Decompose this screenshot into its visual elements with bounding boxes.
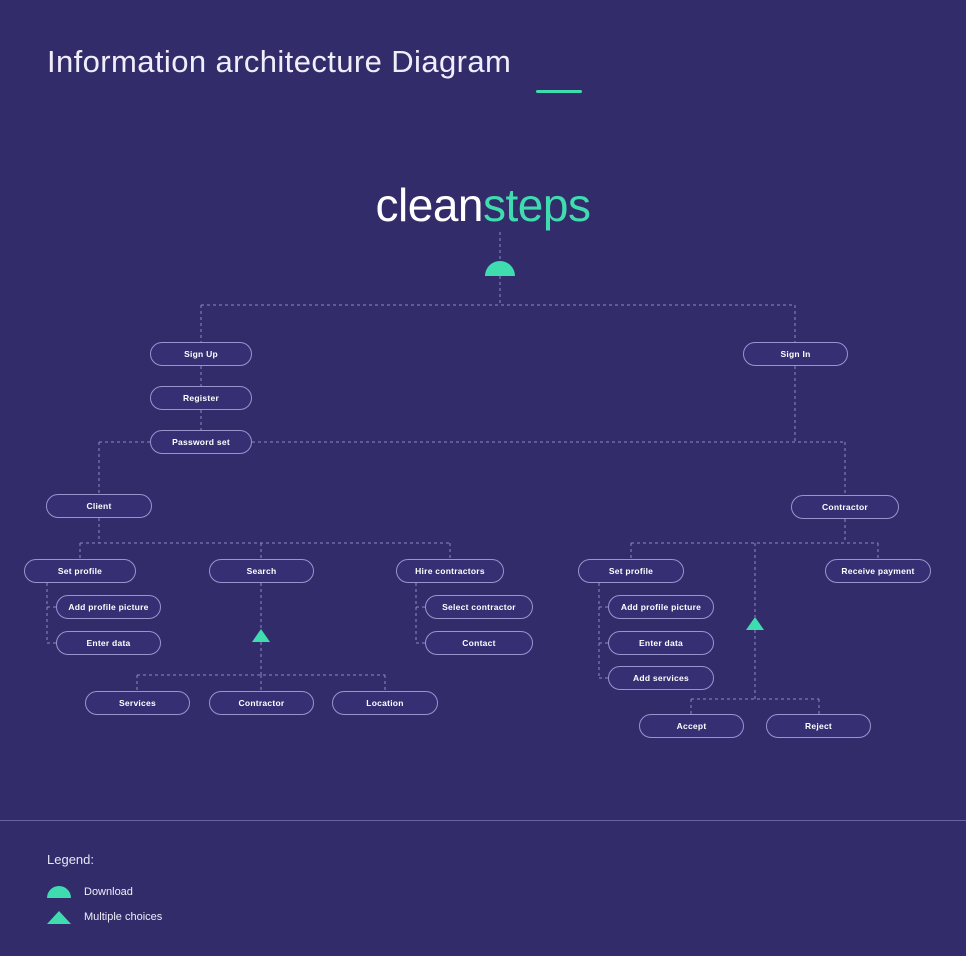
multiple-choices-triangle-icon	[47, 911, 71, 924]
legend-title: Legend:	[47, 852, 94, 867]
node-hire-contractors[interactable]: Hire contractors	[396, 559, 504, 583]
node-sign-in[interactable]: Sign In	[743, 342, 848, 366]
node-client[interactable]: Client	[46, 494, 152, 518]
node-sign-up[interactable]: Sign Up	[150, 342, 252, 366]
node-contractor-role[interactable]: Contractor	[791, 495, 899, 519]
node-ctr-enter-data[interactable]: Enter data	[608, 631, 714, 655]
multiple-choices-triangle-icon-contractor-choices	[746, 617, 764, 630]
node-ctr-add-services[interactable]: Add services	[608, 666, 714, 690]
page-title: Information architecture Diagram	[47, 44, 512, 79]
download-dome-icon-root-download	[485, 261, 515, 276]
multiple-choices-triangle-icon-search-choices	[252, 629, 270, 642]
brand-logo: cleansteps	[0, 178, 966, 232]
node-receive-payment[interactable]: Receive payment	[825, 559, 931, 583]
node-ctr-add-picture[interactable]: Add profile picture	[608, 595, 714, 619]
title-underline-accent	[536, 90, 582, 93]
node-register[interactable]: Register	[150, 386, 252, 410]
node-accept[interactable]: Accept	[639, 714, 744, 738]
download-dome-icon	[47, 886, 71, 898]
node-ctr-set-profile[interactable]: Set profile	[578, 559, 684, 583]
node-reject[interactable]: Reject	[766, 714, 871, 738]
node-password-set[interactable]: Password set	[150, 430, 252, 454]
node-services[interactable]: Services	[85, 691, 190, 715]
logo-text-primary: clean	[375, 179, 484, 231]
node-client-enter-data[interactable]: Enter data	[56, 631, 161, 655]
node-select-contractor[interactable]: Select contractor	[425, 595, 533, 619]
node-client-add-picture[interactable]: Add profile picture	[56, 595, 161, 619]
node-search[interactable]: Search	[209, 559, 314, 583]
logo-text-secondary: steps	[483, 179, 591, 231]
node-search-contractor[interactable]: Contractor	[209, 691, 314, 715]
legend-item-label: Multiple choices	[84, 911, 163, 923]
section-divider	[0, 820, 966, 821]
node-contact[interactable]: Contact	[425, 631, 533, 655]
node-client-set-profile[interactable]: Set profile	[24, 559, 136, 583]
legend-item-label: Download	[84, 886, 133, 898]
node-location[interactable]: Location	[332, 691, 438, 715]
